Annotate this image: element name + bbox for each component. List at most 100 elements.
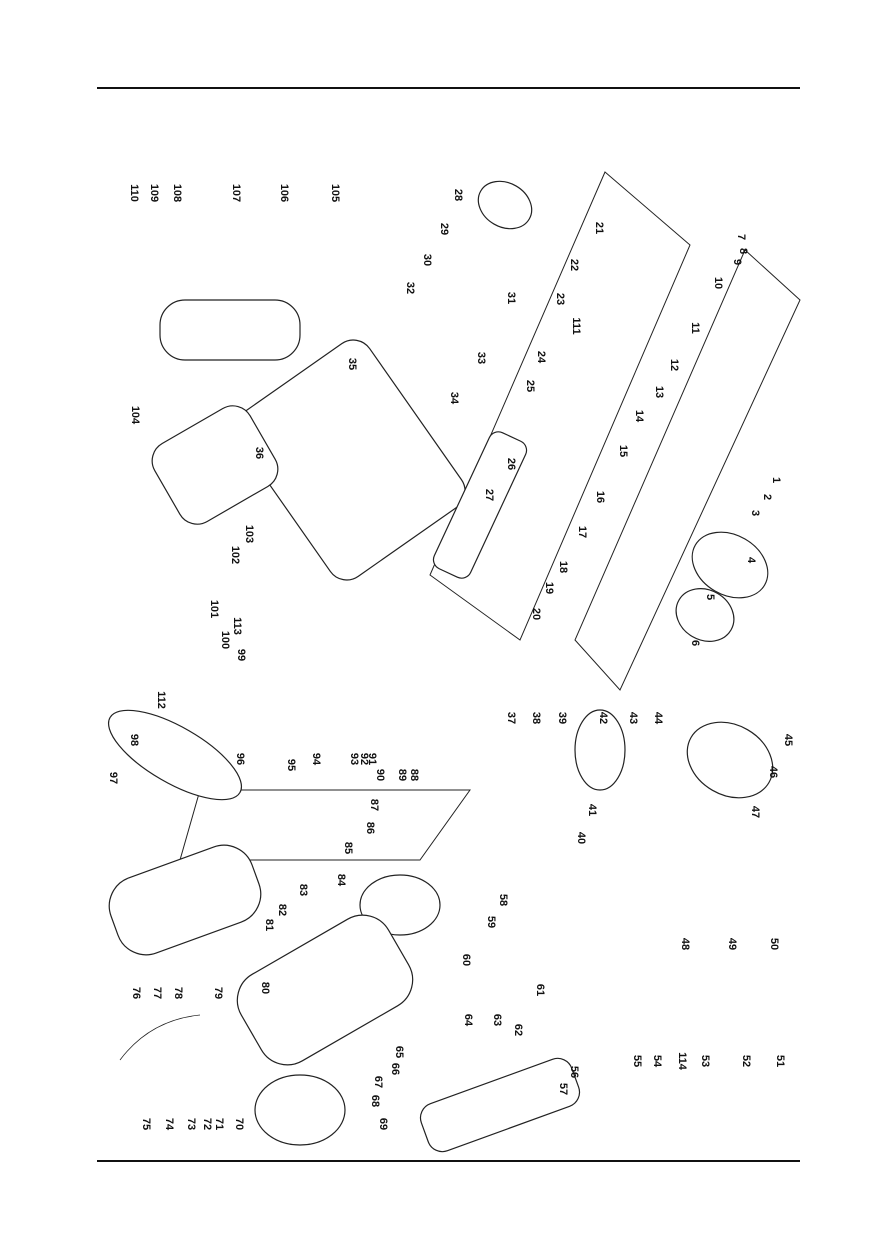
part-number-84: 84 [335, 874, 347, 887]
part-number-53: 53 [699, 1055, 711, 1067]
part-number-86: 86 [364, 822, 376, 834]
part-number-6: 6 [689, 640, 701, 646]
part-number-70: 70 [233, 1118, 245, 1130]
part-number-49: 49 [726, 938, 738, 950]
part-number-102: 102 [229, 546, 241, 564]
part-number-36: 36 [253, 447, 265, 459]
part-number-93: 93 [348, 753, 360, 765]
motor-housing-shape [236, 914, 414, 1066]
part-number-65: 65 [393, 1046, 405, 1058]
part-number-77: 77 [151, 987, 163, 999]
part-number-55: 55 [631, 1055, 643, 1067]
part-number-101: 101 [208, 600, 220, 618]
part-number-29: 29 [438, 223, 450, 235]
part-number-43: 43 [627, 712, 639, 724]
part-number-91: 91 [366, 753, 378, 765]
part-number-71: 71 [213, 1118, 225, 1130]
part-number-41: 41 [586, 804, 598, 816]
cover-36-shape [151, 405, 279, 525]
part-number-89: 89 [396, 769, 408, 781]
part-number-39: 39 [556, 712, 568, 724]
part-number-20: 20 [530, 608, 542, 620]
part-number-104: 104 [129, 406, 141, 425]
part-number-66: 66 [389, 1063, 401, 1075]
part-number-110: 110 [128, 184, 140, 202]
part-number-25: 25 [524, 380, 536, 392]
housing-shape [234, 339, 466, 581]
part-number-24: 24 [535, 351, 547, 364]
part-number-30: 30 [421, 254, 433, 266]
part-number-72: 72 [201, 1118, 213, 1130]
part-number-107: 107 [230, 184, 242, 202]
part-number-10: 10 [712, 277, 724, 289]
gear-42-shape [574, 709, 626, 791]
part-number-114: 114 [676, 1052, 688, 1071]
part-number-11: 11 [689, 322, 701, 334]
base-plate-shape [419, 1057, 581, 1153]
part-number-112: 112 [155, 691, 167, 709]
part-number-23: 23 [554, 293, 566, 305]
motor-group-outline [179, 789, 471, 861]
part-number-61: 61 [534, 984, 546, 996]
gear-46-shape [686, 721, 774, 799]
part-number-76: 76 [130, 987, 142, 999]
part-number-44: 44 [652, 712, 664, 725]
side-handle-shape [159, 299, 301, 361]
part-number-106: 106 [278, 184, 290, 202]
part-number-113: 113 [231, 617, 243, 635]
part-number-58: 58 [497, 894, 509, 906]
part-number-37: 37 [505, 712, 517, 724]
part-number-22: 22 [568, 259, 580, 271]
part-number-35: 35 [346, 358, 358, 370]
header-rule [97, 87, 800, 89]
sleeve-4-shape [691, 531, 769, 599]
part-number-97: 97 [107, 772, 119, 784]
part-number-59: 59 [485, 916, 497, 928]
part-number-46: 46 [767, 766, 779, 778]
part-number-50: 50 [768, 938, 780, 950]
part-number-26: 26 [505, 458, 517, 470]
part-number-28: 28 [452, 189, 464, 201]
part-number-38: 38 [530, 712, 542, 724]
part-number-54: 54 [651, 1055, 663, 1068]
part-number-68: 68 [369, 1095, 381, 1107]
part-number-108: 108 [171, 184, 183, 202]
part-number-1: 1 [770, 477, 782, 483]
part-number-4: 4 [745, 557, 757, 564]
part-number-18: 18 [557, 561, 569, 573]
part-number-96: 96 [234, 753, 246, 765]
fan-cover-shape [254, 1074, 346, 1146]
part-number-74: 74 [163, 1118, 175, 1131]
part-number-52: 52 [740, 1055, 752, 1067]
part-number-40: 40 [575, 832, 587, 844]
part-number-78: 78 [172, 987, 184, 999]
part-number-47: 47 [749, 806, 761, 818]
part-number-85: 85 [342, 842, 354, 854]
part-number-48: 48 [679, 938, 691, 950]
part-number-14: 14 [633, 410, 645, 423]
part-number-82: 82 [276, 904, 288, 916]
part-number-63: 63 [491, 1014, 503, 1026]
part-number-103: 103 [243, 525, 255, 543]
part-number-95: 95 [285, 759, 297, 771]
part-number-19: 19 [543, 582, 555, 594]
part-number-105: 105 [329, 184, 341, 202]
part-number-100: 100 [219, 631, 231, 649]
part-number-57: 57 [557, 1083, 569, 1095]
part-number-5: 5 [704, 594, 716, 600]
part-number-7: 7 [735, 234, 747, 240]
part-number-13: 13 [653, 386, 665, 398]
part-number-67: 67 [372, 1076, 384, 1088]
clutch-assembly-group-outline [574, 249, 801, 691]
part-number-98: 98 [128, 734, 140, 746]
part-number-75: 75 [140, 1118, 152, 1130]
part-number-15: 15 [617, 445, 629, 457]
part-number-83: 83 [297, 884, 309, 896]
part-number-94: 94 [310, 753, 322, 766]
part-number-90: 90 [374, 769, 386, 781]
part-number-92: 92 [358, 753, 370, 765]
spring-5-shape [675, 588, 735, 642]
part-number-9: 9 [731, 259, 743, 265]
